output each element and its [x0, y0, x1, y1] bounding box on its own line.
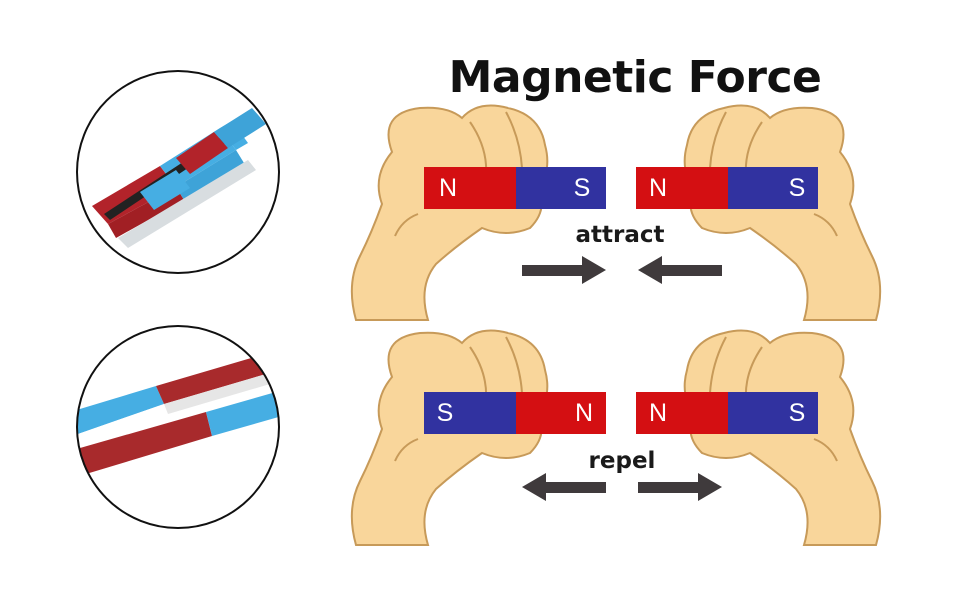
attract-label: attract	[575, 222, 665, 248]
hand-icon	[350, 104, 549, 322]
magnet-photo-top	[76, 70, 280, 274]
repel-left-magnet: S N	[424, 392, 606, 434]
arrow-right-icon	[638, 473, 722, 501]
attract-right-magnet: N S	[636, 167, 818, 209]
pole-label: N	[575, 399, 593, 427]
arrow-right-icon	[522, 256, 606, 284]
pole-label: S	[789, 174, 806, 202]
magnet-photo-bottom	[76, 325, 280, 529]
hand-icon	[350, 329, 549, 546]
arrow-left-icon	[638, 256, 722, 284]
hand-icon	[683, 104, 882, 322]
repel-right-magnet: N S	[636, 392, 818, 434]
pole-label: S	[437, 399, 454, 427]
pole-label: S	[574, 174, 591, 202]
attract-left-magnet: N S	[424, 167, 606, 209]
diagram-title: Magnetic Force	[448, 52, 822, 103]
pole-label: S	[789, 399, 806, 427]
arrow-left-icon	[522, 473, 606, 501]
pole-label: N	[439, 174, 457, 202]
repel-label: repel	[588, 448, 656, 474]
hand-icon	[683, 329, 882, 546]
pole-label: N	[649, 174, 667, 202]
pole-label: N	[649, 399, 667, 427]
